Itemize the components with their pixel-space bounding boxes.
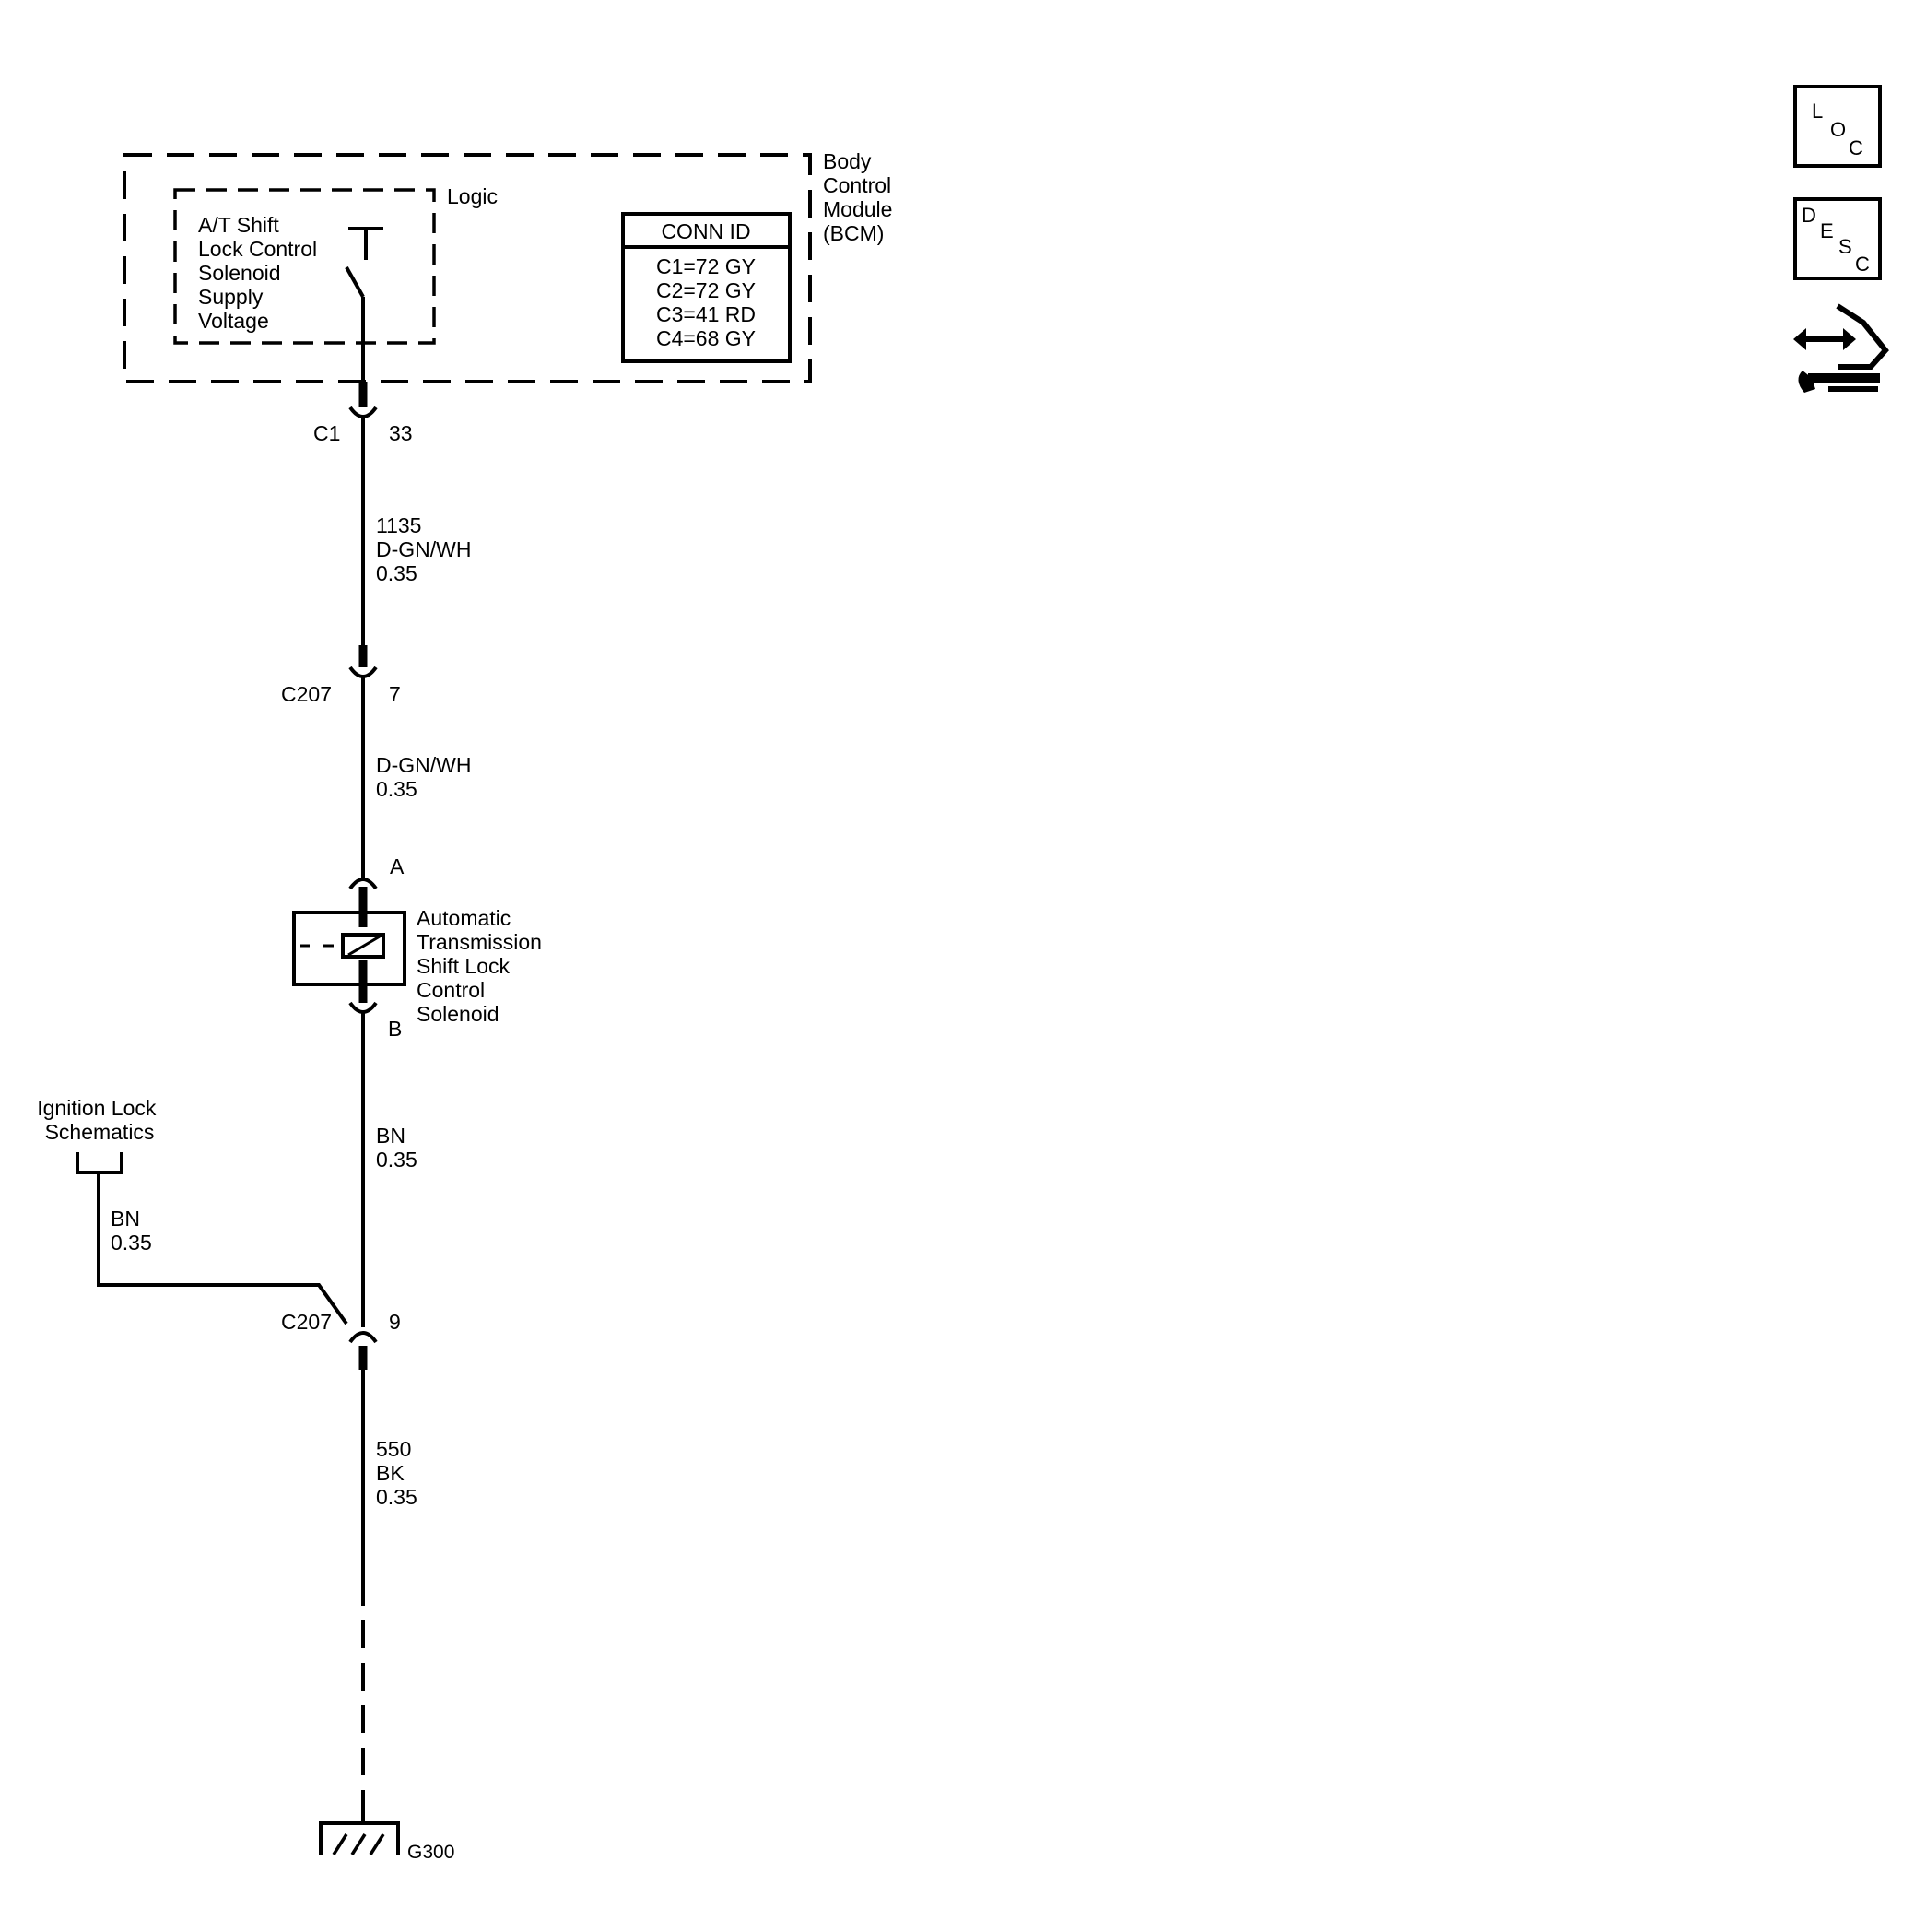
wire-dgnwh-label: D-GN/WH 0.35	[376, 753, 477, 801]
c1-name: C1	[313, 421, 340, 445]
svg-text:Ignition Lock Schematics: Ignition Lock Schematics	[37, 1096, 162, 1144]
c207-top-name: C207	[281, 682, 332, 706]
svg-text:C: C	[1855, 253, 1870, 276]
bcm-title: Body Control Module (BCM)	[823, 149, 898, 245]
svg-text:O: O	[1830, 118, 1846, 141]
supply-voltage-label: A/T Shift Lock Control Solenoid Supply V…	[198, 213, 323, 333]
pin-b-label: B	[388, 1017, 402, 1041]
solenoid-pin-b: B	[348, 984, 402, 1327]
wire-550-label: 550 BK 0.35	[376, 1437, 417, 1509]
ground-name: G300	[407, 1842, 454, 1863]
wire-bn-side-label: BN 0.35	[111, 1207, 152, 1255]
bcm-title-line-4: (BCM)	[823, 221, 884, 245]
connector-c207-pin7: C207 7	[281, 645, 401, 881]
ignition-label-line: Schematics	[45, 1120, 155, 1144]
conn-id-row: C3=41 RD	[656, 302, 756, 326]
ground-g300: G300	[319, 1810, 454, 1863]
connector-c1: C1 33	[313, 382, 413, 662]
conn-id-row: C2=72 GY	[656, 278, 756, 302]
logic-box	[173, 188, 436, 345]
svg-text:S: S	[1838, 235, 1852, 258]
solenoid-label: Automatic Transmission Shift Lock Contro…	[417, 906, 547, 1026]
bcm-enclosure	[123, 153, 812, 383]
conn-id-row: C4=68 GY	[656, 326, 756, 350]
c207-top-pin: 7	[389, 682, 401, 706]
svg-text:E: E	[1820, 219, 1834, 242]
bcm-title-line-1: Body	[823, 149, 872, 173]
connector-wrench-icon[interactable]	[1793, 303, 1889, 393]
svg-text:D: D	[1802, 204, 1816, 227]
logic-label: Logic	[447, 184, 498, 208]
conn-id-header: CONN ID	[661, 219, 750, 243]
supply-switch	[345, 227, 383, 382]
loc-icon[interactable]: L O C	[1793, 85, 1882, 168]
conn-id-row: C1=72 GY	[656, 254, 756, 278]
c207-bottom-name: C207	[281, 1310, 332, 1334]
svg-text:C: C	[1849, 136, 1863, 159]
c1-pin: 33	[389, 421, 413, 445]
bcm-title-line-3: Module	[823, 197, 892, 221]
desc-icon[interactable]: D E S C	[1793, 197, 1882, 280]
wire-1135-label: 1135 D-GN/WH 0.35	[376, 513, 477, 585]
pin-a-label: A	[390, 854, 405, 878]
ignition-lock-reference: Ignition Lock Schematics BN 0.35	[37, 1096, 348, 1325]
c207-bottom-pin: 9	[389, 1310, 401, 1334]
bcm-title-line-2: Control	[823, 173, 891, 197]
shift-lock-solenoid	[292, 911, 406, 986]
solenoid-pin-a: A	[348, 854, 405, 913]
ignition-label-line: Ignition Lock	[37, 1096, 157, 1120]
wire-bn-label: BN 0.35	[376, 1124, 417, 1172]
svg-text:L: L	[1812, 100, 1823, 123]
conn-id-table: CONN ID C1=72 GY C2=72 GY C3=41 RD C4=68…	[621, 212, 792, 363]
connector-c207-pin9: C207 9	[281, 1310, 401, 1578]
